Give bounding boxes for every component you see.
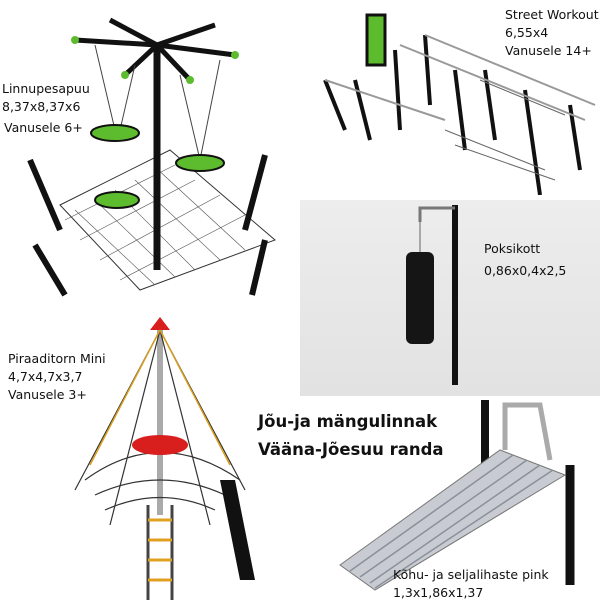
item-age: Vanusele 6+ [4,120,83,135]
item-size: 4,7x4,7x3,7 [8,369,83,384]
item-size: 6,55x4 [505,25,549,40]
boxing-bag-label: Poksikott 0,86x0,4x2,5 [484,238,566,282]
bird-nest-swing-image [27,17,276,297]
item-size: 0,86x0,4x2,5 [484,263,567,278]
boxing-bag-panel [300,200,600,396]
ab-bench-image [339,400,575,591]
pirate-tower-label: Piraaditorn Mini 4,7x4,7x3,7 Vanusele 3+ [8,350,106,404]
street-workout-image [323,13,596,195]
item-name: Linnupesapuu [2,81,90,96]
item-size: 1,3x1,86x1,37 [393,585,484,600]
page-title: Jõu-ja mängulinnak Vääna-Jõesuu randa [258,408,444,464]
item-age: Vanusele 3+ [8,387,87,402]
item-name: Poksikott [484,241,541,256]
title-line-2: Vääna-Jõesuu randa [258,440,444,459]
street-workout-label: Street Workout 6,55x4 Vanusele 14+ [505,6,599,60]
item-name: Street Workout [505,7,599,22]
boxing-bag-image [406,205,458,385]
item-size: 8,37x8,37x6 [2,99,81,114]
item-name: Kõhu- ja seljalihaste pink [393,567,549,582]
item-name: Piraaditorn Mini [8,351,106,366]
pirate-tower-image [74,317,255,600]
title-line-1: Jõu-ja mängulinnak [258,412,438,431]
ab-bench-label: Kõhu- ja seljalihaste pink 1,3x1,86x1,37 [393,566,549,602]
item-age: Vanusele 14+ [505,43,592,58]
bird-nest-label: Linnupesapuu 8,37x8,37x6 Vanusele 6+ [2,80,90,137]
